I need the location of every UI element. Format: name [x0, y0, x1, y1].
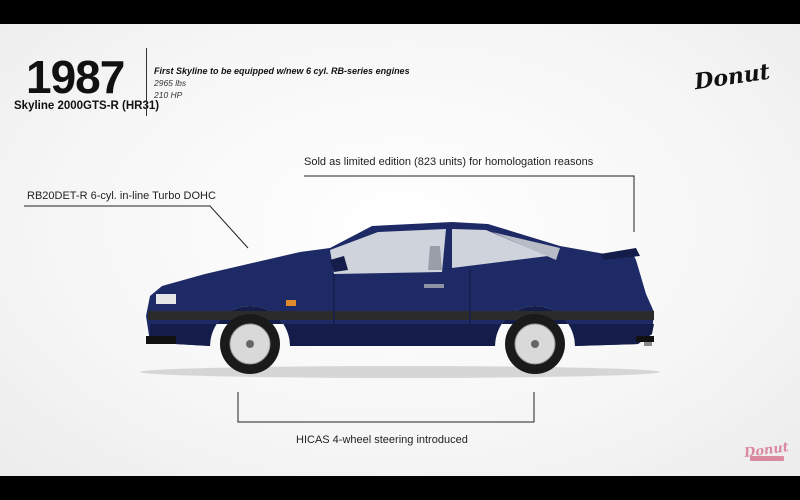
- model-year: 1987: [26, 51, 125, 103]
- leader-lines: [24, 175, 635, 423]
- headline: First Skyline to be equipped w/new 6 cyl…: [154, 66, 410, 76]
- rear-quarter-window: [492, 232, 560, 260]
- video-frame: 1987 Skyline 2000GTS-R (HR31) First Skyl…: [0, 24, 800, 476]
- windshield: [330, 229, 446, 274]
- steering-annotation: HICAS 4-wheel steering introduced: [296, 434, 468, 446]
- ground-shadow: [140, 366, 660, 378]
- side-marker: [286, 300, 296, 306]
- door-handle: [424, 284, 444, 288]
- donut-logo-icon: Donut: [692, 59, 771, 94]
- exhaust: [644, 342, 652, 346]
- headlight: [156, 294, 176, 304]
- rear-bumper: [636, 336, 654, 342]
- weight-spec: 2965 lbs: [154, 78, 187, 88]
- front-lip: [146, 336, 176, 344]
- side-trim: [148, 311, 654, 320]
- letterbox-bottom: [0, 476, 800, 500]
- model-name: Skyline 2000GTS-R (HR31): [14, 100, 160, 112]
- limited-annotation: Sold as limited edition (823 units) for …: [304, 156, 594, 168]
- car-illustration: [24, 175, 660, 423]
- logo-badge-wordmark: Donut: [742, 440, 790, 461]
- info-block: First Skyline to be equipped w/new 6 cyl…: [154, 66, 410, 100]
- rear-wheel: [505, 314, 565, 374]
- header-divider: [146, 48, 147, 116]
- power-spec: 210 HP: [154, 90, 183, 100]
- engine-annotation: RB20DET-R 6-cyl. in-line Turbo DOHC: [27, 190, 216, 202]
- letterbox-top: [0, 0, 800, 24]
- rear-window: [452, 229, 548, 268]
- donut-badge-icon: Donut: [742, 440, 790, 461]
- side-mirror: [330, 256, 348, 272]
- front-wheel: [220, 314, 280, 374]
- rear-spoiler: [600, 248, 640, 260]
